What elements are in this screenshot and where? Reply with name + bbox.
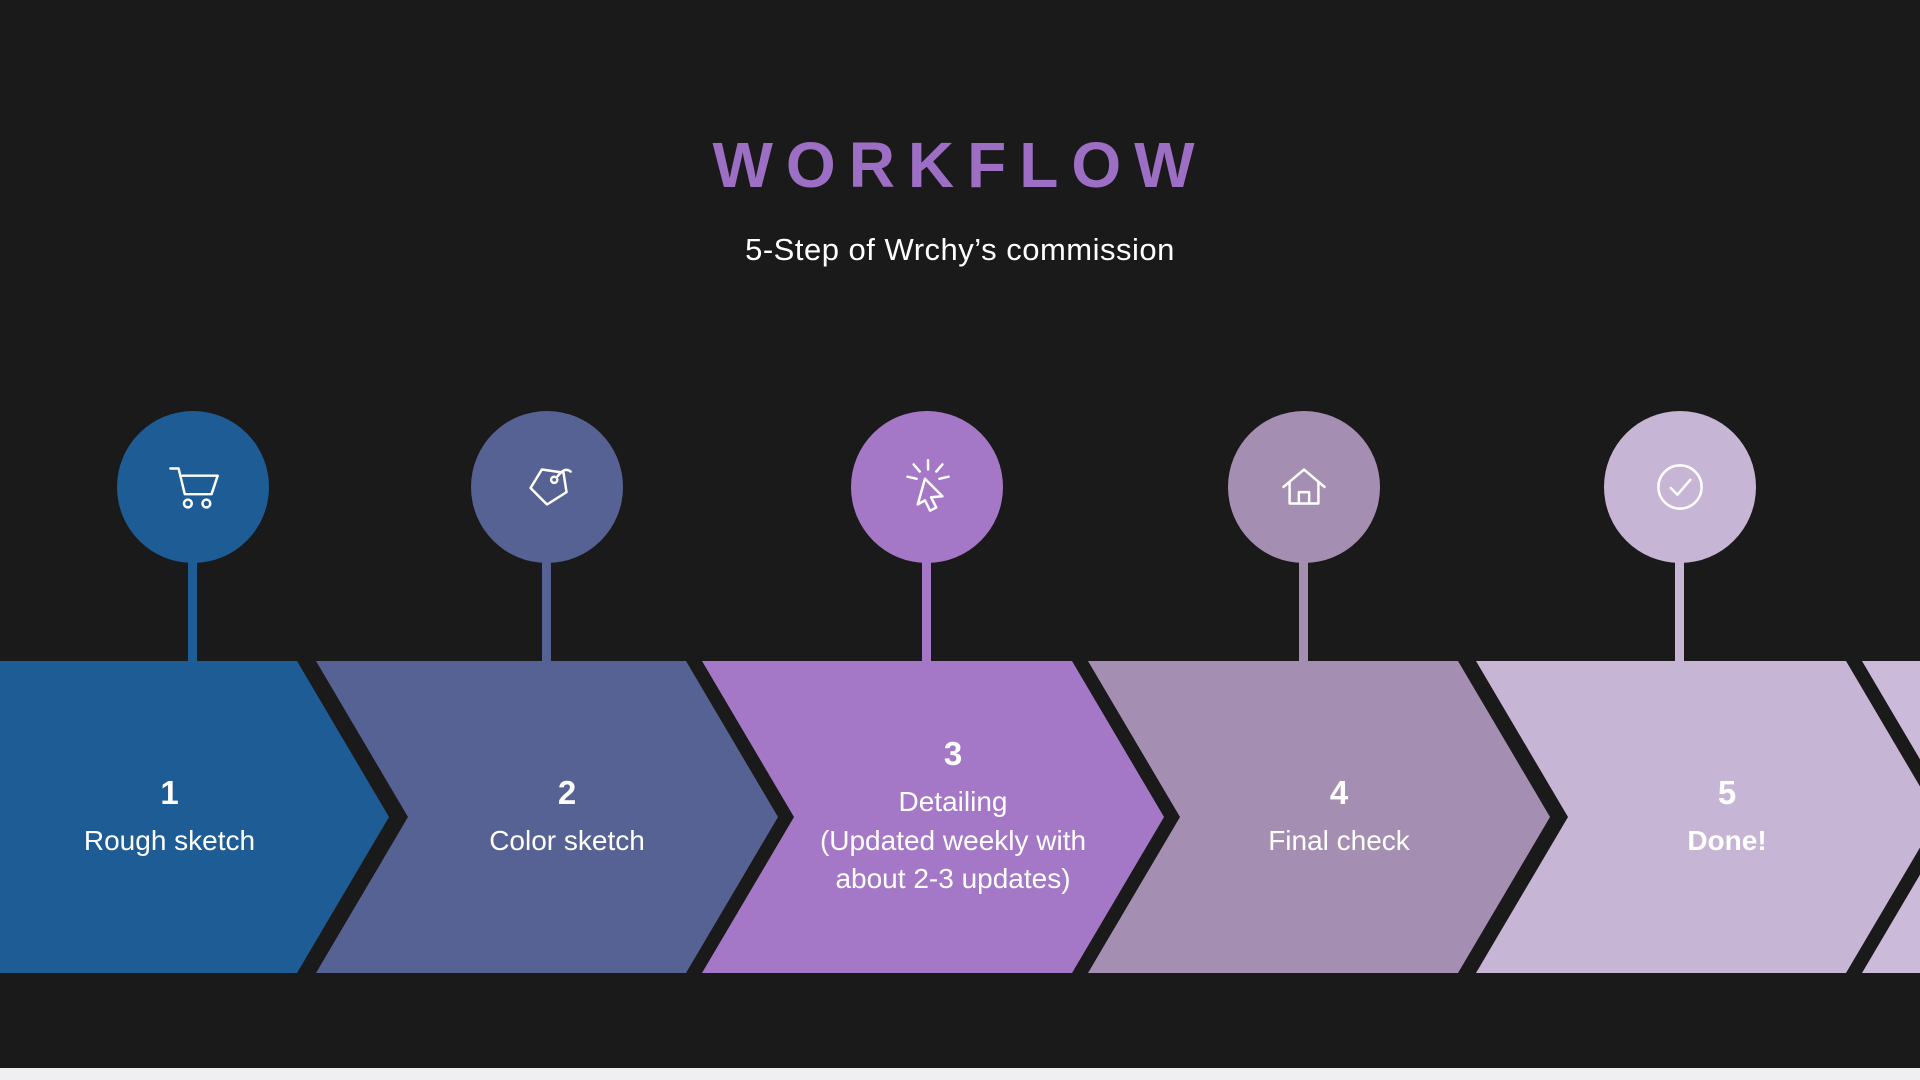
step-1-icon-circle — [117, 411, 269, 563]
step-3-icon-circle — [851, 411, 1003, 563]
step-5-icon-circle — [1604, 411, 1756, 563]
shopping-cart-icon — [169, 467, 219, 509]
step-4-label: Final check — [1268, 824, 1410, 856]
step-2-label: Color sketch — [489, 824, 645, 856]
step-4-connector — [1299, 552, 1308, 664]
check-circle-icon — [1657, 464, 1703, 510]
step-3-connector — [922, 552, 931, 664]
step-3-chevron: 3 Detailing (Updated weekly with about 2… — [702, 661, 1164, 973]
step-4-number: 4 — [1329, 773, 1349, 811]
step-2-number: 2 — [557, 773, 577, 811]
step-1-chevron: 1 Rough sketch — [0, 661, 389, 973]
subtitle: 5-Step of Wrchy’s commission — [745, 232, 1175, 267]
step-5-number: 5 — [1717, 773, 1737, 811]
step-2-icon-circle — [471, 411, 623, 563]
step-2-connector — [542, 552, 551, 664]
step-3-label-line-3: about 2-3 updates) — [835, 863, 1071, 895]
step-2-chevron: 2 Color sketch — [316, 661, 778, 973]
bottom-strip — [0, 1068, 1920, 1080]
step-4-icon-circle — [1228, 411, 1380, 563]
cursor-click-icon — [906, 459, 950, 512]
price-tag-icon — [529, 468, 572, 506]
page-title: WORKFLOW — [712, 129, 1208, 201]
step-1-label: Rough sketch — [83, 824, 256, 856]
home-icon — [1282, 468, 1326, 505]
header: WORKFLOW 5-Step of Wrchy’s commission — [0, 128, 1920, 268]
step-5-label: Done! — [1687, 824, 1767, 856]
step-5-connector — [1675, 552, 1684, 664]
step-3-number: 3 — [943, 735, 963, 773]
step-3-label-line-2: (Updated weekly with — [819, 824, 1087, 856]
step-1-connector — [188, 552, 197, 664]
step-1-number: 1 — [160, 773, 179, 811]
step-3-label-line-1: Detailing — [898, 786, 1008, 818]
